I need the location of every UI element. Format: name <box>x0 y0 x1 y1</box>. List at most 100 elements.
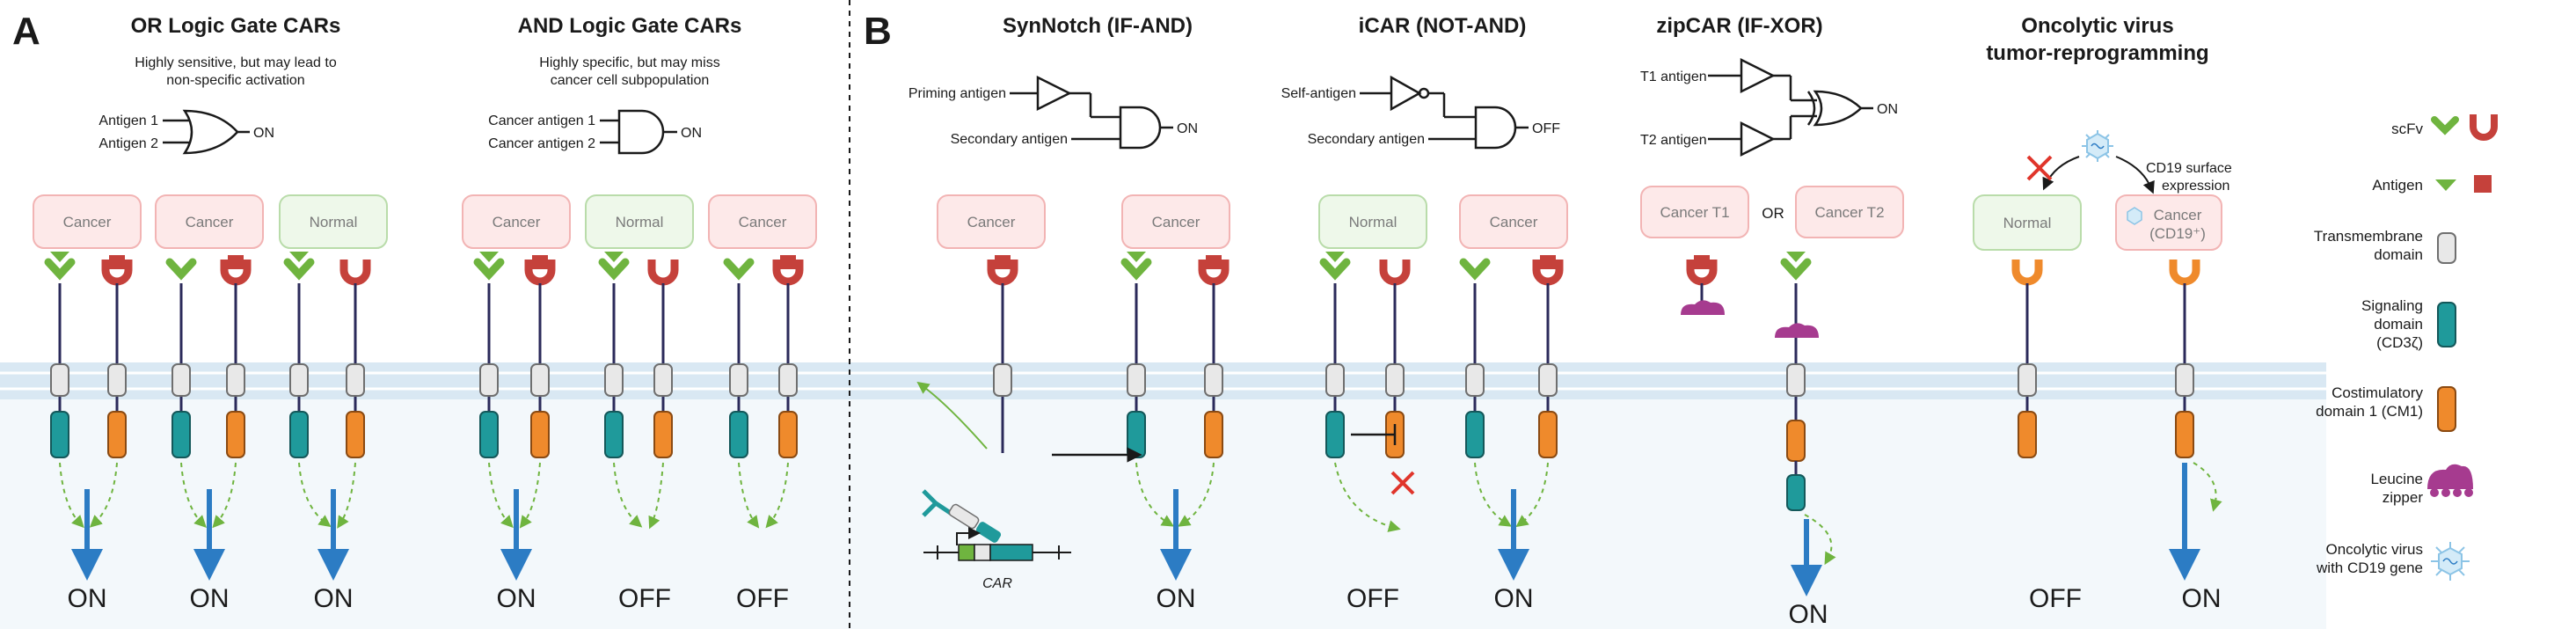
cell-label: Cancer T2 <box>1814 204 1884 221</box>
antigen-icon <box>1786 252 1806 262</box>
title-oncolytic-2: tumor-reprogramming <box>1986 41 2208 65</box>
output-and-2: OFF <box>618 584 671 613</box>
scfv-icon <box>2169 260 2200 286</box>
costimulatory-domain <box>530 411 550 458</box>
signaling-domain <box>1786 474 1806 511</box>
output-onc-2: ON <box>2182 584 2222 613</box>
scfv-icon <box>1120 258 1152 281</box>
legend-costim-label-2: domain 1 (CM1) <box>2316 403 2423 420</box>
signal-dashed-arrow <box>1178 462 1215 527</box>
car-receptor <box>2011 260 2043 458</box>
transmembrane-domain <box>171 363 191 397</box>
or-word: OR <box>1762 205 1784 222</box>
subtitle-and-2: cancer cell subpopulation <box>551 73 710 88</box>
cell-zip-2: Cancer T2 <box>1795 186 1904 238</box>
transmembrane-domain <box>993 363 1012 397</box>
cd19-annotation-1: CD19 surface <box>2146 161 2232 176</box>
cell-label: Cancer <box>739 214 787 230</box>
car-receptor <box>1775 252 1819 511</box>
output-and-1: ON <box>497 584 536 613</box>
synnotch-gate-symbol <box>1010 75 1173 150</box>
signal-dashed-arrow <box>1135 462 1174 527</box>
signal-dashed-arrow <box>488 462 514 529</box>
costimulatory-domain <box>778 411 798 458</box>
transmembrane-domain <box>778 363 798 397</box>
car-gene-construct <box>923 527 1071 561</box>
scfv-icon <box>1780 258 1812 281</box>
cell-and-2: Normal <box>585 194 694 249</box>
car-receptor <box>473 252 505 458</box>
cell-label: Cancer <box>2154 207 2202 223</box>
signaling-domain <box>729 411 748 458</box>
antigen-icon <box>1540 255 1556 269</box>
signaling-domain <box>1325 411 1345 458</box>
scfv-icon <box>101 260 133 286</box>
scfv-icon <box>220 260 252 286</box>
car-receptor <box>647 260 679 458</box>
cell-or-1: Cancer <box>33 194 142 249</box>
leucine-zipper-icon <box>2427 464 2473 497</box>
scfv-icon <box>1532 260 1564 286</box>
scfv-icon <box>647 260 679 286</box>
costimulatory-domain <box>346 411 365 458</box>
signal-dashed-arrow <box>1474 462 1512 527</box>
panel-label-a: A <box>12 10 40 53</box>
icar-input-2: Secondary antigen <box>1308 132 1425 147</box>
cell-label: Normal <box>2003 215 2052 231</box>
subtitle-and-1: Highly specific, but may miss <box>539 55 719 70</box>
cross-icon-virus <box>2026 155 2053 181</box>
or-gate-input-2: Antigen 2 <box>99 136 158 151</box>
car-receptor <box>220 255 252 458</box>
signaling-domain <box>171 411 191 458</box>
title-and-gate: AND Logic Gate CARs <box>518 14 742 38</box>
icar-gate-symbol <box>1360 75 1529 150</box>
scfv-icon <box>772 260 804 286</box>
signal-dashed-arrow <box>212 462 237 529</box>
legend-signal-label-2: domain <box>2374 316 2423 333</box>
antigen-icon <box>1206 255 1222 269</box>
car-receptor <box>723 258 755 458</box>
output-icar-2: ON <box>1494 584 1534 613</box>
car-receptor <box>44 252 76 458</box>
car-receptor <box>1319 252 1351 458</box>
subtitle-or-2: non-specific activation <box>166 73 304 88</box>
cell-label: Normal <box>310 214 358 230</box>
zipcar-input-1: T1 antigen <box>1640 69 1707 84</box>
and-gate-symbol <box>600 109 677 155</box>
transmembrane-domain <box>1204 363 1223 397</box>
legend-virus-label-2: with CD19 gene <box>2316 560 2423 576</box>
costimulatory-domain <box>226 411 245 458</box>
antigen-icon <box>604 252 624 262</box>
and-gate-input-1: Cancer antigen 1 <box>488 113 595 128</box>
transmembrane-domain <box>226 363 245 397</box>
cell-icar-1: Normal <box>1318 194 1427 249</box>
signaling-domain <box>604 411 624 458</box>
legend-virus-label-1: Oncolytic virus <box>2325 541 2423 558</box>
cell-onc-1: Normal <box>1973 194 2082 251</box>
costimulatory-domain <box>1538 411 1558 458</box>
scfv-icon <box>1379 260 1411 286</box>
transmembrane-icon <box>2437 232 2456 264</box>
notch-release-arrow <box>916 381 988 450</box>
signal-dashed-arrow <box>613 462 643 528</box>
oncolytic-virus-icon <box>2082 130 2113 162</box>
car-receptor <box>1120 252 1152 458</box>
signal-dashed-arrow <box>765 462 789 529</box>
scfv-icon <box>1198 260 1230 286</box>
signal-dashed-arrow <box>180 462 207 528</box>
scfv-icon <box>1459 258 1491 281</box>
cell-cd19-label: (CD19⁺) <box>2149 225 2206 242</box>
transmembrane-domain <box>479 363 499 397</box>
costimulatory-domain <box>1786 420 1806 462</box>
scfv-red-icon <box>2470 114 2498 141</box>
costimulatory-domain <box>1204 411 1223 458</box>
leucine-zipper-icon <box>1681 300 1725 315</box>
oncolytic-virus-legend-icon <box>2431 542 2470 581</box>
transmembrane-domain <box>2175 363 2194 397</box>
scfv-icon <box>165 258 197 281</box>
cell-zip-1: Cancer T1 <box>1640 186 1749 238</box>
signaling-domain <box>1465 411 1485 458</box>
virus-in-cell-icon <box>2127 207 2142 225</box>
antigen-icon <box>228 255 244 269</box>
